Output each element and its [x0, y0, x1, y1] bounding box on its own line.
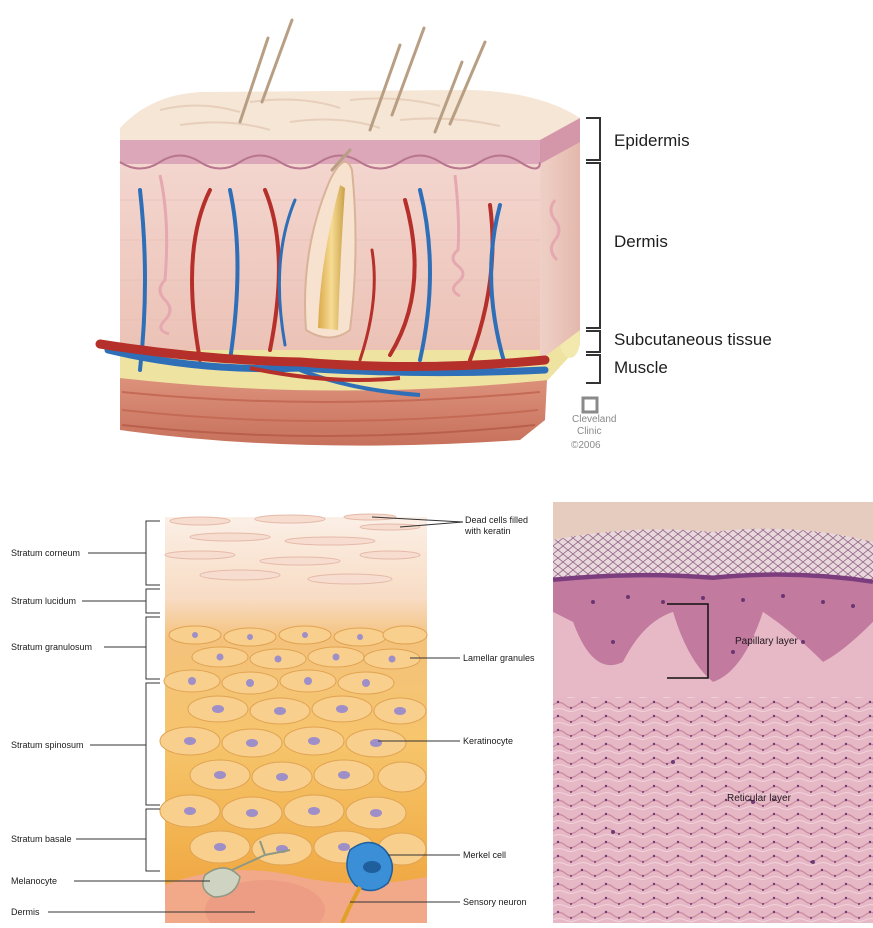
skin-block-illustration	[0, 0, 873, 470]
label-papillary-layer: Papillary layer	[735, 636, 798, 647]
label-merkel-cell: Merkel cell	[463, 850, 506, 860]
strata-illustration	[0, 505, 553, 923]
label-lamellar-granules: Lamellar granules	[463, 653, 535, 663]
layer-label-muscle: Muscle	[614, 358, 668, 378]
label-stratum-corneum: Stratum corneum	[11, 548, 80, 558]
skin-cross-section-diagram: Epidermis Dermis Subcutaneous tissue Mus…	[0, 0, 873, 470]
layer-label-dermis: Dermis	[614, 232, 668, 252]
label-stratum-spinosum: Stratum spinosum	[11, 740, 84, 750]
cleveland-clinic-logo	[583, 398, 597, 412]
label-stratum-basale: Stratum basale	[11, 834, 72, 844]
label-melanocyte: Melanocyte	[11, 876, 57, 886]
logo-text-copyright: ©2006	[571, 440, 601, 451]
label-reticular-layer: Reticular layer	[727, 793, 791, 804]
reticular-dermis	[553, 697, 873, 923]
label-dead-cells-line2: with keratin	[465, 526, 511, 536]
corneum-meshwork	[553, 529, 873, 580]
skin-histology-micrograph: Papillary layer Reticular layer	[553, 502, 873, 923]
epidermis-strata-diagram: Stratum corneum Stratum lucidum Stratum …	[0, 505, 553, 923]
label-keratinocyte: Keratinocyte	[463, 736, 513, 746]
label-stratum-granulosum: Stratum granulosum	[11, 642, 92, 652]
logo-text-cleveland: Cleveland	[572, 414, 616, 425]
strata-brackets	[146, 521, 160, 871]
layer-brackets	[586, 118, 600, 383]
layer-label-subcutaneous-tissue: Subcutaneous tissue	[614, 330, 772, 350]
micrograph-image	[553, 502, 873, 923]
label-sensory-neuron: Sensory neuron	[463, 897, 527, 907]
label-stratum-lucidum: Stratum lucidum	[11, 596, 76, 606]
label-dermis: Dermis	[11, 907, 40, 917]
layer-label-epidermis: Epidermis	[614, 131, 690, 151]
logo-text-clinic: Clinic	[577, 426, 601, 437]
epidermis-surface	[120, 90, 580, 145]
label-dead-cells-line1: Dead cells filled	[465, 515, 528, 525]
